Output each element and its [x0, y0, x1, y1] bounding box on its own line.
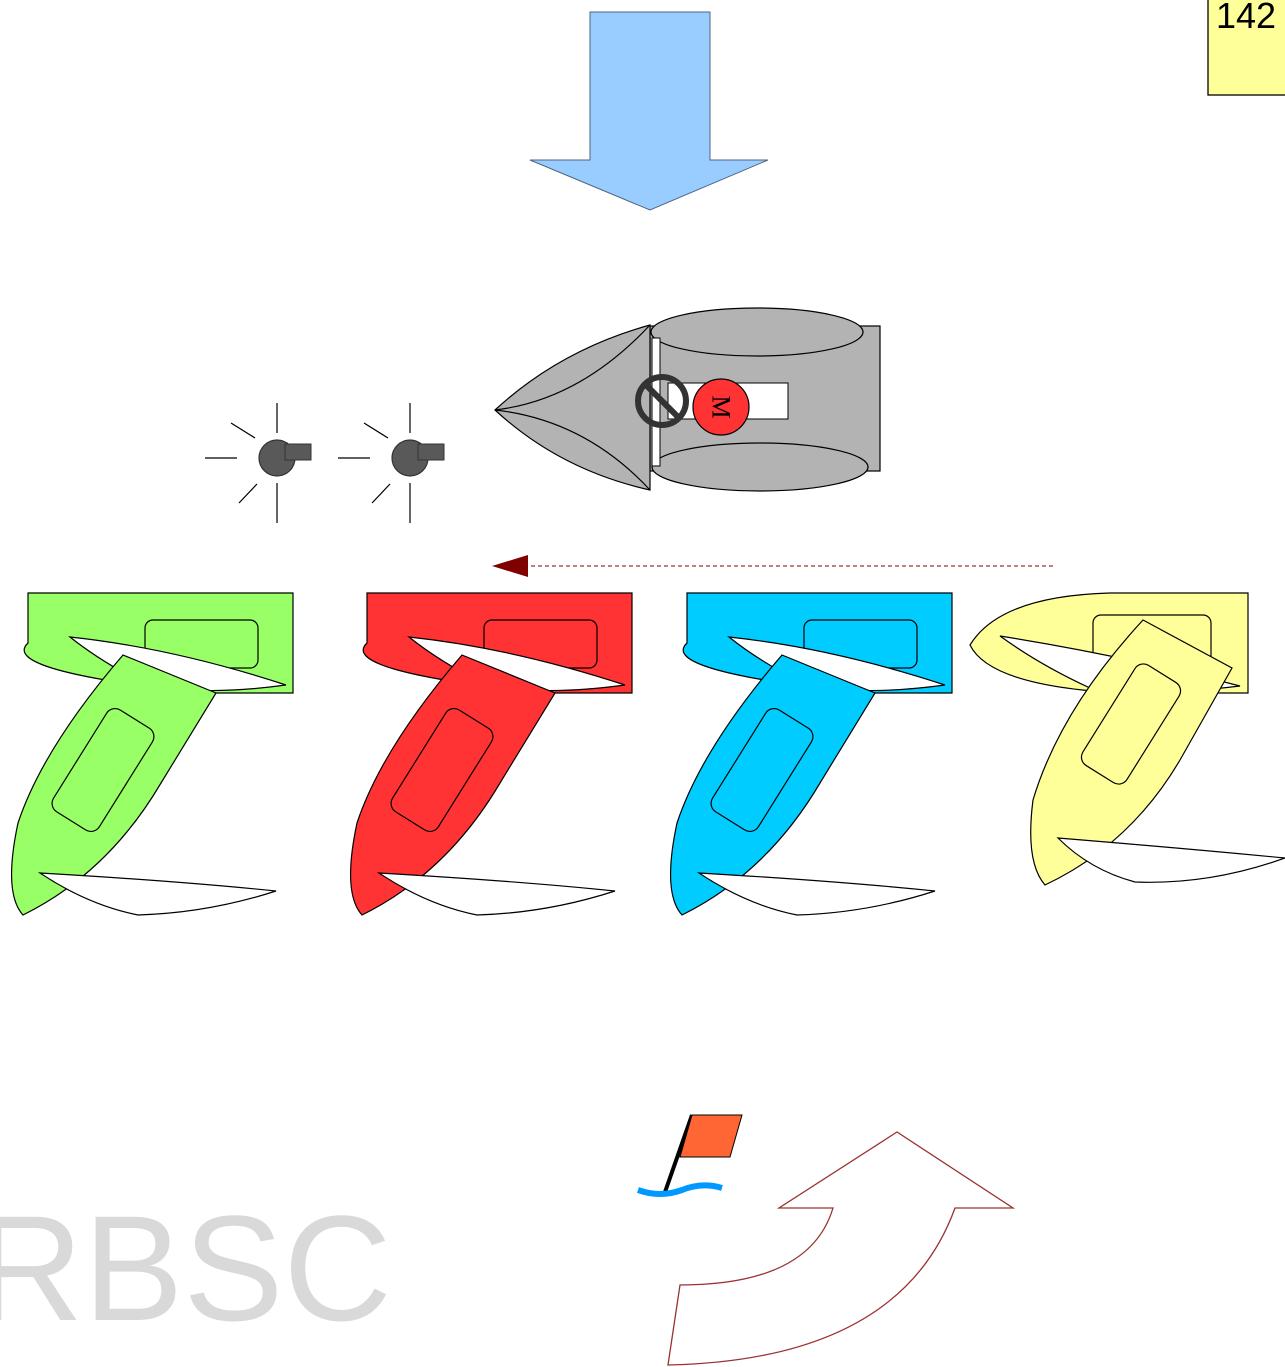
mark-label: M [707, 395, 736, 418]
flag-icon [638, 1115, 742, 1194]
watermark: RBSC [0, 1184, 392, 1352]
wind-arrow [530, 12, 768, 210]
course-arrow [492, 555, 1053, 577]
curved-arrow-icon [668, 1132, 1013, 1365]
slide-number-badge: 142 [1208, 0, 1285, 95]
slide-number: 142 [1216, 0, 1276, 36]
boat-red [351, 593, 632, 915]
boat-blue [671, 593, 952, 915]
boat-yellow [970, 593, 1285, 885]
boat-green [12, 593, 293, 915]
mark-ball-icon: M [693, 379, 749, 435]
whistle-icon [338, 403, 444, 523]
committee-boat: M [495, 308, 880, 491]
whistle-icon [205, 403, 311, 523]
